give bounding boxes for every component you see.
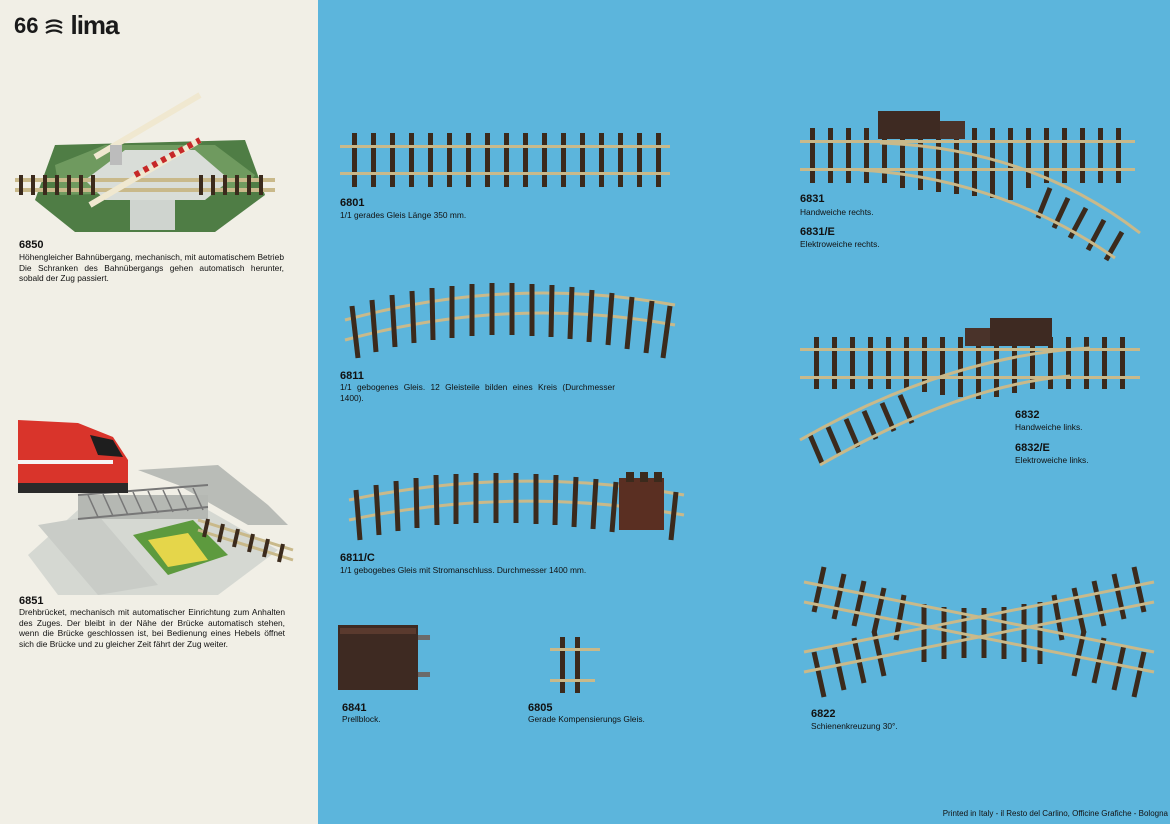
right-turnout-illustration: [800, 111, 1141, 262]
item-code-6811: 6811: [340, 370, 364, 382]
item-code-6850: 6850: [19, 239, 44, 251]
item-code-6851: 6851: [19, 595, 44, 607]
curved-track-connector-illustration: [348, 472, 685, 541]
item-desc-6801: 1/1 gerades Gleis Länge 350 mm.: [340, 210, 467, 220]
item-desc-6851: Drehbrücket, mechanisch mit automatische…: [19, 607, 285, 649]
page-header: 66 lima: [14, 10, 120, 41]
item-desc-6832-e: Elektroweiche links.: [1015, 455, 1089, 465]
item-code-6801: 6801: [340, 197, 365, 209]
item-code-6831-e: 6831/E: [800, 226, 835, 238]
item-code-6841: 6841: [342, 702, 367, 714]
level-crossing-illustration: [15, 92, 275, 232]
right-panel: 6801 1/1 gerades Gleis Länge 350 mm. 681…: [318, 0, 1170, 824]
left-turnout-illustration: [799, 318, 1140, 467]
brand-name: lima: [70, 10, 119, 40]
print-footer: Printed in Italy - il Resto del Carlino,…: [942, 809, 1168, 818]
straight-track-illustration: [340, 133, 670, 187]
swing-bridge-illustration: [18, 420, 294, 595]
item-desc-6831: Handweiche rechts.: [800, 207, 874, 217]
lima-logo-icon: [45, 18, 64, 34]
item-code-6832-e: 6832/E: [1015, 442, 1050, 454]
item-code-6831: 6831: [800, 193, 825, 205]
item-desc-6831-e: Elektroweiche rechts.: [800, 239, 880, 249]
item-desc-6822: Schienenkreuzung 30°.: [811, 721, 898, 731]
curved-track-illustration: [344, 283, 676, 359]
item-desc-6850: Höhengleicher Bahnübergang, mechanisch, …: [19, 252, 284, 283]
left-panel: 66 lima 6850 Höhengleicher Bahnübergang,…: [0, 0, 318, 824]
crossing-illustration: [803, 566, 1155, 698]
item-code-6811-c: 6811/C: [340, 552, 375, 564]
compensation-track-illustration: [550, 637, 600, 693]
item-desc-6811-c: 1/1 gebogebes Gleis mit Stromanschluss. …: [340, 565, 587, 575]
item-code-6822: 6822: [811, 708, 836, 720]
item-code-6832: 6832: [1015, 409, 1040, 421]
item-desc-6841: Prellblock.: [342, 714, 381, 724]
page-number: 66: [14, 12, 39, 38]
item-desc-6805: Gerade Kompensierungs Gleis.: [528, 714, 645, 724]
item-desc-6811: 1/1 gebogenes Gleis. 12 Gleisteile bilde…: [340, 382, 615, 403]
item-desc-6832: Handweiche links.: [1015, 422, 1083, 432]
item-code-6805: 6805: [528, 702, 553, 714]
buffer-stop-illustration: [338, 625, 430, 690]
